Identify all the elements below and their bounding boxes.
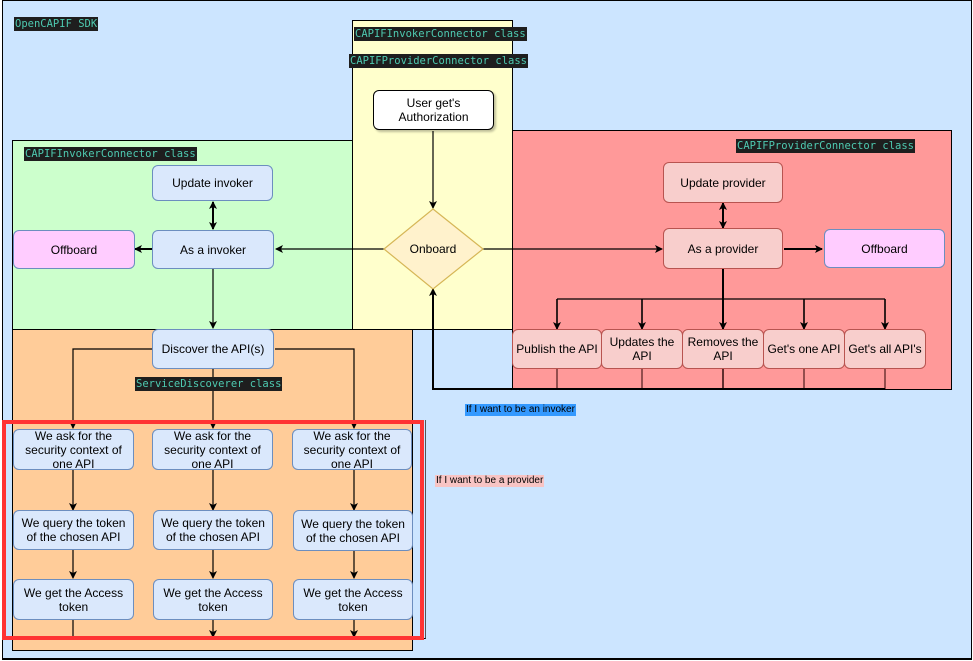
publish-api-label: Publish the API xyxy=(516,342,598,356)
removes-api-label: Removes the API xyxy=(687,335,759,363)
update-provider-node[interactable]: Update provider xyxy=(663,162,783,203)
as-invoker-label: As a invoker xyxy=(179,242,247,257)
update-provider-label: Update provider xyxy=(680,175,766,190)
service-discoverer-label: ServiceDiscoverer class xyxy=(135,377,283,391)
security-context-node-3[interactable]: We ask for the security context of one A… xyxy=(292,428,412,471)
auth-label-provider: CAPIFProviderConnector class xyxy=(349,54,529,68)
as-provider-label: As a provider xyxy=(687,241,759,256)
access-token-node-2[interactable]: We get the Access token xyxy=(153,579,273,620)
onboard-decision[interactable]: Onboard xyxy=(395,239,471,259)
access-token-label-1: We get the Access token xyxy=(23,585,124,614)
provider-offboard-node[interactable]: Offboard xyxy=(824,229,945,268)
get-all-apis-node[interactable]: Get's all API's xyxy=(844,329,926,369)
access-token-node-1[interactable]: We get the Access token xyxy=(13,579,134,620)
as-invoker-node[interactable]: As a invoker xyxy=(152,230,274,269)
query-token-node-3[interactable]: We query the token of the chosen API xyxy=(293,510,413,551)
update-invoker-node[interactable]: Update invoker xyxy=(152,165,273,201)
access-token-label-2: We get the Access token xyxy=(163,585,263,614)
access-token-label-3: We get the Access token xyxy=(303,585,403,614)
discover-apis-node[interactable]: Discover the API(s) xyxy=(152,329,274,369)
get-one-api-node[interactable]: Get's one API xyxy=(763,329,845,369)
invoker-class-label: CAPIFInvokerConnector class xyxy=(24,147,197,161)
highlight-frame xyxy=(2,420,424,640)
security-context-label-2: We ask for the security context of one A… xyxy=(164,428,261,471)
auth-label-invoker: CAPIFInvokerConnector class xyxy=(354,27,527,41)
sdk-title: OpenCAPIF SDK xyxy=(14,17,99,31)
query-token-node-1[interactable]: We query the token of the chosen API xyxy=(13,510,134,550)
query-token-label-1: We query the token of the chosen API xyxy=(21,516,126,544)
updates-api-node[interactable]: Updates the API xyxy=(601,329,683,369)
highlight-shadow-edge xyxy=(424,420,426,639)
user-authorization-label: User get's Authorization xyxy=(398,96,469,124)
provider-offboard-label: Offboard xyxy=(861,241,908,256)
query-token-node-2[interactable]: We query the token of the chosen API xyxy=(153,510,273,550)
security-context-node-2[interactable]: We ask for the security context of one A… xyxy=(152,428,273,471)
security-context-label-3: We ask for the security context of one A… xyxy=(303,428,401,471)
query-token-label-2: We query the token of the chosen API xyxy=(161,516,265,544)
user-authorization-node[interactable]: User get's Authorization xyxy=(373,90,494,130)
update-invoker-label: Update invoker xyxy=(172,176,253,190)
discover-apis-label: Discover the API(s) xyxy=(161,342,265,356)
access-token-node-3[interactable]: We get the Access token xyxy=(293,579,413,620)
removes-api-node[interactable]: Removes the API xyxy=(682,329,764,369)
updates-api-label: Updates the API xyxy=(609,335,675,363)
get-one-api-label: Get's one API xyxy=(767,342,841,356)
query-token-label-3: We query the token of the chosen API xyxy=(301,516,405,545)
provider-class-label: CAPIFProviderConnector class xyxy=(736,139,916,153)
invoker-offboard-node[interactable]: Offboard xyxy=(13,230,135,269)
invoker-note: If I want to be an invoker xyxy=(465,404,576,416)
onboard-label: Onboard xyxy=(409,242,457,256)
provider-note: If I want to be a provider xyxy=(435,475,545,487)
as-provider-node[interactable]: As a provider xyxy=(663,228,783,269)
get-all-apis-label: Get's all API's xyxy=(848,342,922,356)
security-context-node-1[interactable]: We ask for the security context of one A… xyxy=(13,428,134,471)
publish-api-node[interactable]: Publish the API xyxy=(512,329,602,369)
invoker-offboard-label: Offboard xyxy=(50,242,98,257)
security-context-label-1: We ask for the security context of one A… xyxy=(25,428,122,471)
